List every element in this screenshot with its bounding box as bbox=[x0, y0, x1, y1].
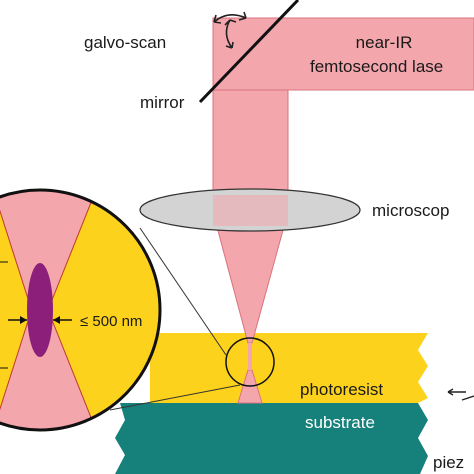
focused-beam-cone bbox=[212, 211, 289, 344]
objective-label: microscop bbox=[372, 201, 449, 220]
substrate-label: substrate bbox=[305, 413, 375, 432]
photoresist-layer bbox=[150, 333, 428, 403]
photoresist-label: photoresist bbox=[300, 380, 383, 399]
magnified-inset bbox=[0, 190, 160, 430]
rotation-arrows-icon bbox=[213, 11, 247, 49]
zoom-line-top bbox=[139, 227, 227, 356]
piezo-label: piez bbox=[433, 453, 464, 472]
mirror-label: mirror bbox=[140, 93, 185, 112]
zoom-line-bottom bbox=[109, 384, 241, 411]
laser-beam-vertical bbox=[212, 89, 289, 196]
substrate-layer bbox=[115, 403, 428, 474]
piezo-arrows-icon bbox=[447, 388, 474, 401]
laser-label-line1: near-IR bbox=[356, 33, 413, 52]
focus-region-marker bbox=[225, 337, 275, 387]
beam-through-lens bbox=[213, 195, 288, 226]
polymerized-voxel bbox=[27, 263, 53, 357]
galvo-mirror bbox=[198, 0, 300, 104]
voxel-size-label: ≤ 500 nm bbox=[80, 313, 142, 330]
laser-label-line2: femtosecond lase bbox=[310, 57, 443, 76]
laser-beam-horizontal bbox=[212, 17, 474, 91]
galvo-scan-label: galvo-scan bbox=[84, 33, 166, 52]
magnified-inset-border bbox=[0, 188, 162, 432]
beam-waist bbox=[248, 343, 252, 370]
